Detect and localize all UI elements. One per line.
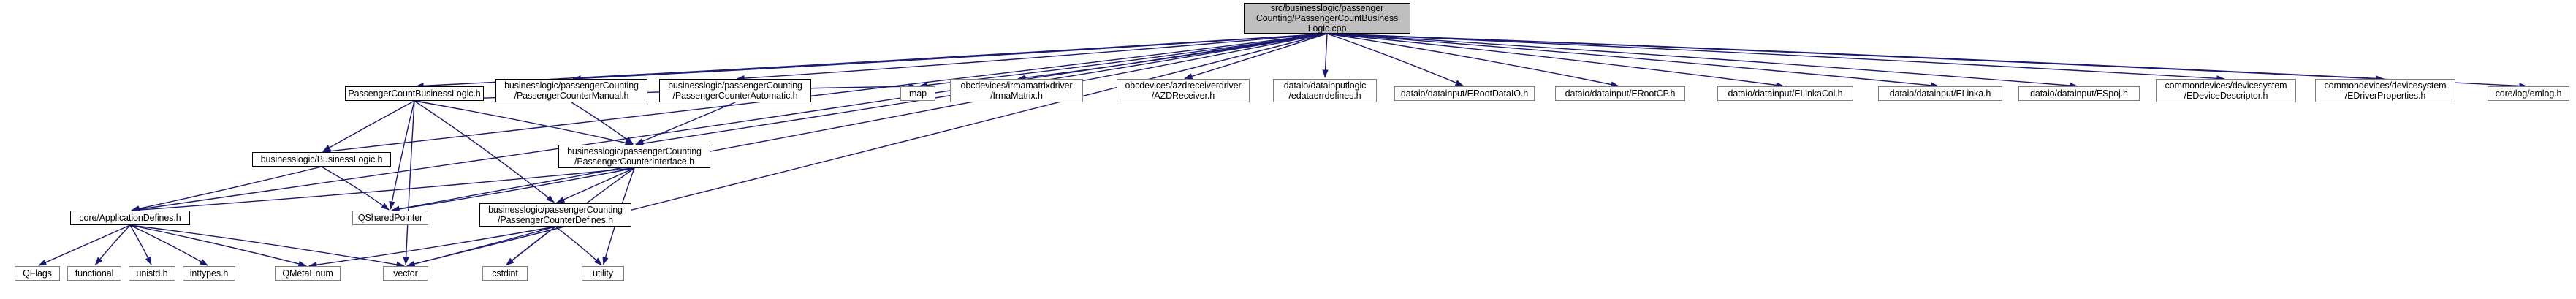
edge-root-to-pcauto (736, 33, 1328, 82)
graph-node-espoj[interactable]: dataio/datainput/ESpoj.h (2018, 86, 2140, 101)
graph-node-erootcp[interactable]: dataio/datainput/ERootCP.h (1555, 86, 1685, 101)
graph-node-cstdint[interactable]: cstdint (482, 266, 528, 281)
graph-node-pcif[interactable]: businesslogic/passengerCounting /Passeng… (558, 145, 710, 168)
edge-root-to-edataerr (1322, 33, 1329, 78)
graph-node-bl_h[interactable]: businesslogic/BusinessLogic.h (252, 152, 391, 167)
edge-root-to-erootdatio (1326, 33, 1464, 86)
graph-node-qmetaenum[interactable]: QMetaEnum (275, 266, 341, 281)
edge-root-to-vector (406, 33, 1328, 268)
edge-pcdefines-to-cstdint (506, 226, 556, 266)
edge-root-to-map (919, 33, 1328, 88)
graph-node-erootdatio[interactable]: dataio/datainput/ERootDataIO.h (1394, 86, 1535, 101)
edge-pcbl_h-to-bl_h (322, 100, 415, 152)
edge-root-to-erootcp (1326, 33, 1619, 88)
edge-pcdefines-to-vector (406, 226, 556, 267)
edge-root-to-elinka (1326, 33, 1939, 88)
edge-pcbl_h-to-vector (403, 100, 415, 265)
graph-node-pcauto[interactable]: businesslogic/passengerCounting /Passeng… (659, 79, 811, 102)
edge-appdef-to-qflags (38, 224, 131, 266)
edge-appdef-to-functional (94, 224, 131, 265)
edge-root-to-appdef (131, 33, 1328, 213)
edge-bl_h-to-qsharedptr (321, 166, 390, 211)
edge-bl_h-to-appdef (131, 166, 322, 212)
graph-node-pcmanual[interactable]: businesslogic/passengerCounting /Passeng… (495, 79, 647, 102)
edge-pcmanual-to-pcif (571, 102, 634, 145)
edge-appdef-to-inttypes (129, 224, 208, 266)
edge-root-to-azd (1184, 33, 1328, 80)
edge-pcauto-to-pcif (635, 102, 736, 145)
edge-pcif-to-pcdefines (556, 167, 635, 203)
edge-root-to-irma (1017, 33, 1328, 81)
graph-node-edrvprop[interactable]: commondevices/devicesystem /EDriverPrope… (2315, 79, 2455, 102)
edge-root-to-edrvprop (1326, 33, 2385, 82)
edge-root-to-pcmanual (572, 33, 1328, 82)
graph-node-elinka[interactable]: dataio/datainput/ELinka.h (1878, 86, 2002, 101)
graph-node-pcdefines[interactable]: businesslogic/passengerCounting /Passeng… (479, 203, 631, 227)
graph-node-vector[interactable]: vector (383, 266, 428, 281)
graph-node-emlog[interactable]: core/log/emlog.h (2488, 86, 2569, 101)
edge-pcdefines-to-qmetaenum (308, 226, 556, 268)
graph-node-map[interactable]: map (900, 86, 935, 101)
edge-pcbl_h-to-qsharedptr (389, 100, 415, 210)
graph-node-elinkacol[interactable]: dataio/datainput/ELinkaCol.h (1717, 86, 1853, 101)
graph-node-edevdesc[interactable]: commondevices/devicesystem /EDeviceDescr… (2156, 79, 2296, 102)
graph-node-inttypes[interactable]: inttypes.h (183, 266, 235, 281)
edge-root-to-espoj (1326, 33, 2078, 89)
edge-appdef-to-unistd (129, 224, 152, 265)
edge-appdef-to-qmetaenum (129, 224, 307, 267)
graph-node-pcbl_h[interactable]: PassengerCountBusinessLogic.h (345, 86, 484, 101)
graph-node-utility[interactable]: utility (582, 266, 624, 281)
edge-pcbl_h-to-pcdefines (414, 100, 555, 203)
graph-node-edataerr[interactable]: dataio/datainputlogic /edataerrdefines.h (1273, 79, 1377, 102)
edge-group (38, 33, 2528, 268)
graph-node-unistd[interactable]: unistd.h (129, 266, 175, 281)
edge-root-to-qsharedptr (391, 33, 1328, 212)
edge-root-to-edevdesc (1326, 33, 2225, 82)
graph-node-qsharedptr[interactable]: QSharedPointer (352, 211, 428, 225)
graph-node-azd[interactable]: obcdevices/azdreceiverdriver /AZDReceive… (1117, 79, 1250, 102)
graph-node-appdef[interactable]: core/ApplicationDefines.h (70, 211, 190, 225)
edge-appdef-to-vector (129, 224, 405, 268)
graph-node-irma[interactable]: obcdevices/irmamatrixdriver /IrmaMatrix.… (950, 79, 1083, 102)
graph-node-qflags[interactable]: QFlags (15, 266, 60, 281)
edge-root-to-elinkacol (1326, 33, 1785, 88)
graph-node-root[interactable]: src/businesslogic/passenger Counting/Pas… (1244, 3, 1410, 34)
edge-pcdefines-to-utility (555, 226, 602, 266)
edge-pcbl_h-to-pcif (414, 100, 634, 146)
graph-node-functional[interactable]: functional (67, 266, 121, 281)
